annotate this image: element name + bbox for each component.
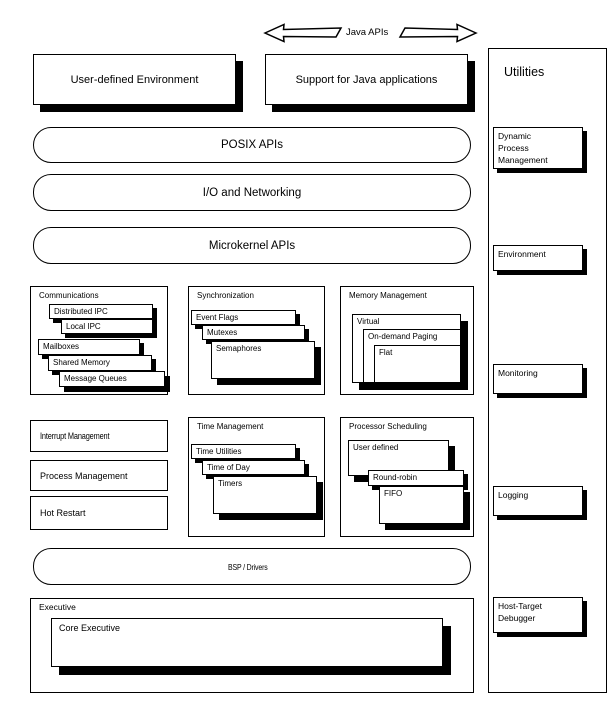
monitoring-box: Monitoring	[493, 364, 583, 394]
memory-management-title: Memory Management	[349, 291, 427, 300]
semaphores-box: Semaphores	[211, 341, 315, 379]
synchronization-title: Synchronization	[197, 291, 254, 300]
timers-box: Timers	[213, 476, 317, 514]
fifo-box: FIFO	[379, 486, 464, 524]
logging-box: Logging	[493, 486, 583, 516]
hot-restart-box: Hot Restart	[30, 496, 168, 530]
executive-title: Executive	[39, 602, 76, 612]
io-networking-label: I/O and Networking	[202, 186, 302, 199]
logging-label: Logging	[498, 490, 529, 500]
memory-management-group: Memory Management Virtual On-demand Pagi…	[340, 286, 474, 395]
host-target-debugger-label: Host-Target Debugger	[498, 601, 542, 623]
io-networking-bar: I/O and Networking	[33, 174, 471, 211]
monitoring-label: Monitoring	[498, 368, 538, 378]
microkernel-apis-label: Microkernel APIs	[208, 239, 296, 252]
time-of-day-box: Time of Day	[202, 460, 305, 475]
core-executive-box: Core Executive	[51, 618, 443, 667]
dynamic-process-management-label: Dynamic Process Management	[498, 131, 548, 165]
java-apis-right-arrow-icon	[398, 23, 478, 43]
round-robin-box: Round-robin	[368, 470, 464, 486]
java-apis-label: Java APIs	[346, 27, 389, 38]
posix-apis-bar: POSIX APIs	[33, 127, 471, 163]
process-management-box: Process Management	[30, 460, 168, 491]
shared-memory-box: Shared Memory	[48, 355, 152, 371]
executive-group: Executive Core Executive	[30, 598, 474, 693]
microkernel-apis-bar: Microkernel APIs	[33, 227, 471, 264]
synchronization-group: Synchronization Event Flags Mutexes Sema…	[188, 286, 325, 395]
time-management-group: Time Management Time Utilities Time of D…	[188, 417, 325, 537]
user-defined-environment-box: User-defined Environment	[33, 54, 236, 105]
user-defined-environment-label: User-defined Environment	[70, 73, 199, 86]
posix-apis-label: POSIX APIs	[221, 139, 283, 151]
utilities-title: Utilities	[504, 65, 545, 79]
interrupt-management-box: Interrupt Management	[30, 420, 168, 452]
java-support-box: Support for Java applications	[265, 54, 468, 105]
mailboxes-box: Mailboxes	[38, 339, 140, 355]
dynamic-process-management-box: Dynamic Process Management	[493, 127, 583, 169]
message-queues-box: Message Queues	[59, 371, 165, 387]
distributed-ipc-box: Distributed IPC	[49, 304, 153, 319]
flat-memory-box: Flat	[374, 345, 461, 383]
bsp-drivers-bar: BSP / Drivers	[33, 548, 471, 585]
environment-label: Environment	[498, 249, 546, 259]
time-utilities-box: Time Utilities	[191, 444, 296, 459]
process-management-label: Process Management	[40, 470, 128, 481]
environment-box: Environment	[493, 245, 583, 271]
communications-title: Communications	[39, 291, 99, 300]
hot-restart-label: Hot Restart	[40, 508, 86, 518]
mutexes-box: Mutexes	[202, 325, 305, 340]
time-management-title: Time Management	[197, 422, 264, 431]
host-target-debugger-box: Host-Target Debugger	[493, 597, 583, 633]
local-ipc-box: Local IPC	[61, 319, 153, 334]
communications-group: Communications Distributed IPC Local IPC…	[30, 286, 168, 395]
event-flags-box: Event Flags	[191, 310, 296, 325]
bsp-drivers-label: BSP / Drivers	[227, 561, 268, 572]
utilities-sidebar: Utilities Dynamic Process Management Env…	[488, 48, 607, 693]
interrupt-management-label: Interrupt Management	[40, 431, 110, 441]
java-apis-left-arrow-icon	[263, 23, 343, 43]
processor-scheduling-group: Processor Scheduling User defined Round-…	[340, 417, 474, 537]
processor-scheduling-title: Processor Scheduling	[349, 422, 427, 431]
java-support-label: Support for Java applications	[295, 73, 438, 86]
